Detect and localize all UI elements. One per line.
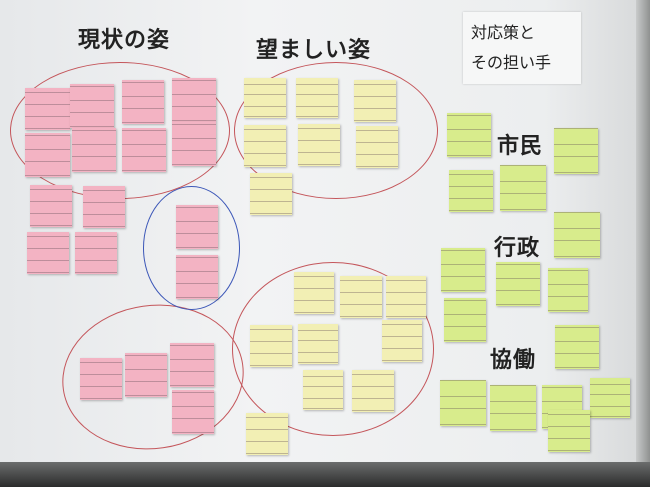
sticky-note — [83, 186, 125, 228]
sticky-note — [250, 325, 292, 367]
sticky-note — [303, 370, 343, 410]
sticky-note — [382, 320, 422, 362]
sticky-note — [244, 125, 286, 167]
actor-citizens: 市民 — [497, 134, 544, 159]
sticky-note — [296, 78, 338, 118]
sticky-note — [500, 165, 546, 211]
sticky-note — [444, 298, 486, 342]
sticky-note — [554, 212, 600, 258]
sticky-note — [294, 272, 334, 314]
heading-measures-line1: 対応策と — [471, 23, 536, 42]
red-circle-group — [232, 262, 434, 436]
sticky-note — [176, 205, 218, 249]
sticky-note — [122, 80, 164, 124]
sticky-note — [170, 343, 214, 387]
sticky-note — [554, 128, 598, 174]
sticky-note — [246, 413, 288, 455]
sticky-note — [298, 324, 338, 364]
sticky-note — [25, 133, 70, 177]
heading-desired-state: 望ましい姿 — [256, 38, 372, 63]
sticky-note — [590, 378, 630, 418]
sticky-note — [122, 128, 166, 172]
sticky-note — [72, 128, 116, 172]
sticky-note — [440, 380, 486, 426]
sticky-note — [496, 262, 540, 306]
sticky-note — [298, 124, 340, 166]
sticky-note — [27, 232, 69, 274]
floor — [0, 462, 650, 487]
sticky-note — [356, 126, 398, 168]
red-circle-group — [234, 62, 438, 199]
sticky-note — [352, 370, 394, 412]
sticky-note — [125, 353, 167, 397]
sticky-note — [176, 255, 218, 299]
actor-government: 行政 — [494, 236, 541, 261]
sticky-note — [548, 268, 588, 312]
sticky-note — [250, 173, 292, 215]
heading-current-state: 現状の姿 — [78, 28, 171, 53]
sticky-note — [340, 276, 382, 318]
sticky-note — [70, 84, 114, 128]
sticky-note — [449, 170, 493, 212]
sticky-note — [447, 113, 491, 157]
sticky-note — [555, 325, 599, 369]
sticky-note — [244, 78, 286, 118]
actor-collaboration: 協働 — [490, 348, 537, 373]
heading-measures: 対応策と その担い手 — [463, 12, 581, 84]
sticky-note — [354, 80, 396, 122]
sticky-note — [172, 122, 216, 166]
board-edge — [636, 0, 650, 487]
sticky-note — [75, 232, 117, 274]
blue-circle-group — [143, 186, 240, 310]
sticky-note — [25, 88, 70, 130]
sticky-note — [172, 78, 216, 122]
sticky-note — [172, 390, 214, 434]
sticky-note — [30, 185, 72, 227]
sticky-note — [490, 385, 536, 431]
sticky-note — [386, 276, 426, 318]
sticky-note — [441, 248, 485, 292]
sticky-note — [548, 410, 590, 452]
sticky-note — [80, 358, 122, 400]
heading-measures-line2: その担い手 — [471, 53, 552, 72]
